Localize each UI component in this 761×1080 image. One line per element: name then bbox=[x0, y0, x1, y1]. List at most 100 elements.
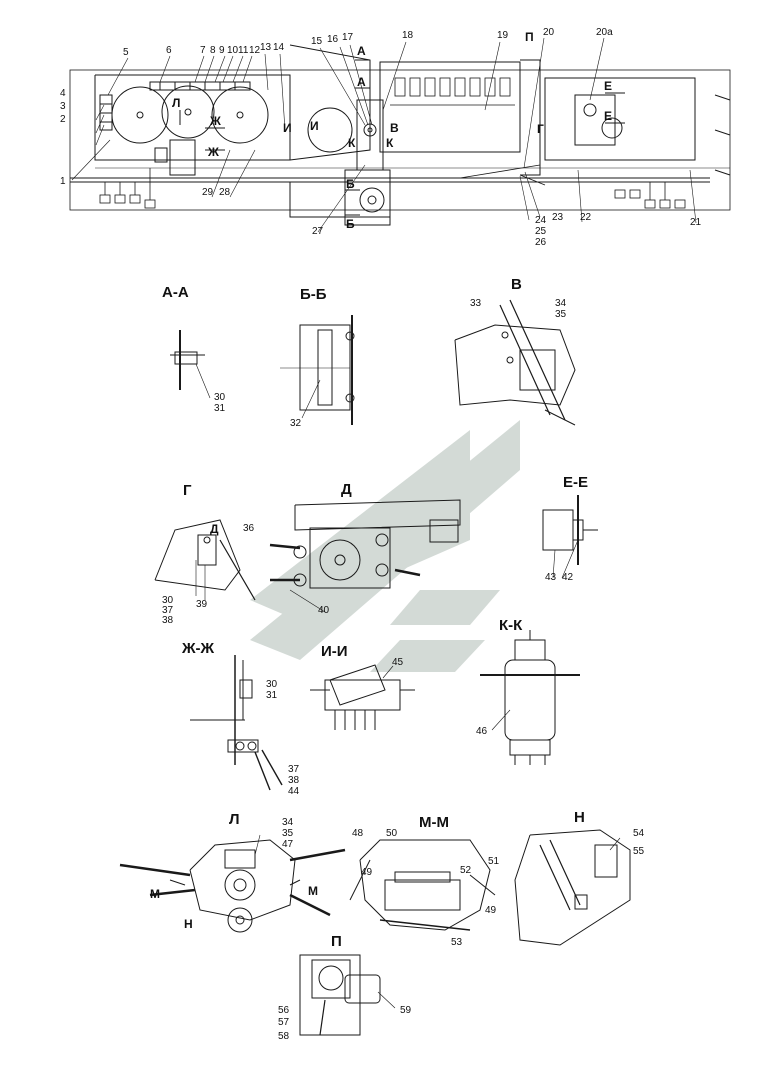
view-G-drawing bbox=[154, 519, 256, 601]
callout-23: 23 bbox=[552, 212, 564, 223]
callout-19: 19 bbox=[497, 30, 509, 41]
section-mark-I-right: И bbox=[310, 119, 319, 133]
view-title-L: Л bbox=[229, 811, 240, 828]
callout-43: 43 bbox=[545, 572, 557, 583]
section-mark-B-bottom: Б bbox=[346, 217, 355, 231]
callout-46: 46 bbox=[476, 726, 488, 737]
view-mark-P: П bbox=[525, 30, 534, 44]
callout-52: 52 bbox=[460, 865, 472, 876]
section-mark-A-top: А bbox=[357, 44, 366, 58]
callout-55: 55 bbox=[633, 846, 645, 857]
callout-39: 39 bbox=[196, 599, 208, 610]
callout-29: 29 bbox=[202, 187, 214, 198]
callout-10: 10 bbox=[227, 45, 239, 56]
view-title-AA: А-А bbox=[162, 284, 189, 301]
view-mark-G: Г bbox=[537, 122, 544, 136]
view-title-V: В bbox=[511, 276, 522, 293]
callout-16: 16 bbox=[327, 34, 339, 45]
callout-51: 51 bbox=[488, 856, 500, 867]
callout-57: 57 bbox=[278, 1017, 290, 1028]
callout-53: 53 bbox=[451, 937, 463, 948]
view-mark-V: В bbox=[390, 121, 399, 135]
callout-24: 24 bbox=[535, 215, 547, 226]
callout-35-V: 35 bbox=[555, 309, 567, 320]
callout-3: 3 bbox=[60, 101, 66, 112]
callout-28: 28 bbox=[219, 187, 231, 198]
callout-54: 54 bbox=[633, 828, 645, 839]
callout-15: 15 bbox=[311, 36, 323, 47]
callout-14: 14 bbox=[273, 42, 285, 53]
view-P-drawing bbox=[299, 954, 396, 1036]
view-mark-N: Н bbox=[184, 917, 193, 931]
view-MM-drawing bbox=[349, 839, 496, 931]
callout-9: 9 bbox=[219, 45, 225, 56]
callout-12: 12 bbox=[249, 45, 261, 56]
view-title-N: Н bbox=[574, 809, 585, 826]
view-title-ZhZh: Ж-Ж bbox=[182, 640, 215, 657]
callout-38-G: 38 bbox=[162, 615, 174, 626]
stylized-logo-watermark bbox=[250, 420, 520, 672]
section-mark-A-bottom: А bbox=[357, 75, 366, 89]
callout-40: 40 bbox=[318, 605, 330, 616]
callout-56: 56 bbox=[278, 1005, 290, 1016]
section-mark-E-top: Е bbox=[604, 79, 613, 93]
callout-31-ZhZh: 31 bbox=[266, 690, 278, 701]
callout-42: 42 bbox=[562, 572, 574, 583]
view-N-drawing bbox=[514, 829, 631, 946]
view-mark-L: Л bbox=[172, 96, 181, 110]
view-D-drawing bbox=[269, 499, 461, 613]
callout-32: 32 bbox=[290, 418, 302, 429]
callout-35-L: 35 bbox=[282, 828, 294, 839]
section-mark-K-right: К bbox=[386, 136, 394, 150]
view-mark-M-left: М bbox=[150, 887, 160, 901]
callout-47: 47 bbox=[282, 839, 294, 850]
callout-58: 58 bbox=[278, 1031, 290, 1042]
callout-27: 27 bbox=[312, 226, 324, 237]
callout-45: 45 bbox=[392, 657, 404, 668]
view-title-II: И-И bbox=[321, 643, 348, 660]
view-title-G: Г bbox=[183, 482, 192, 499]
callout-30-ZhZh: 30 bbox=[266, 679, 278, 690]
section-mark-B-top: Б bbox=[346, 177, 355, 191]
section-mark-E-bottom: Е bbox=[604, 109, 613, 123]
view-title-BB: Б-Б bbox=[300, 286, 327, 303]
view-KK-drawing bbox=[480, 630, 580, 765]
view-title-MM: М-М bbox=[419, 814, 449, 831]
callout-34-L: 34 bbox=[282, 817, 294, 828]
view-title-KK: К-К bbox=[499, 617, 523, 634]
view-II-drawing bbox=[310, 664, 415, 730]
callout-25: 25 bbox=[535, 226, 547, 237]
callout-34-V: 34 bbox=[555, 298, 567, 309]
callout-20: 20 bbox=[543, 27, 555, 38]
callout-30-G: 30 bbox=[162, 595, 174, 606]
callout-1: 1 bbox=[60, 176, 66, 187]
callout-59: 59 bbox=[400, 1005, 412, 1016]
callout-48: 48 bbox=[352, 828, 364, 839]
view-V-drawing bbox=[454, 299, 576, 426]
callout-8: 8 bbox=[210, 45, 216, 56]
view-EE-drawing bbox=[542, 495, 598, 579]
callout-26: 26 bbox=[535, 237, 547, 248]
view-mark-M-right: М bbox=[308, 884, 318, 898]
callout-13: 13 bbox=[260, 42, 272, 53]
callout-5: 5 bbox=[123, 47, 129, 58]
view-title-D: Д bbox=[341, 481, 352, 498]
callout-49-right: 49 bbox=[485, 905, 497, 916]
section-mark-Zh-bottom: Ж bbox=[208, 145, 219, 159]
view-AA-drawing bbox=[170, 330, 211, 399]
view-mark-D-in-G: Д bbox=[210, 522, 219, 536]
view-title-EE: Е-Е bbox=[563, 474, 589, 491]
main-panel-view bbox=[69, 44, 731, 226]
callout-38-ZhZh: 38 bbox=[288, 775, 300, 786]
callout-21: 21 bbox=[690, 217, 702, 228]
callout-2: 2 bbox=[60, 114, 66, 125]
callout-37-ZhZh: 37 bbox=[288, 764, 300, 775]
main-leader-lines bbox=[71, 37, 697, 233]
callout-7: 7 bbox=[200, 45, 206, 56]
view-title-P: П bbox=[331, 933, 342, 950]
callout-20a: 20а bbox=[596, 27, 613, 38]
callout-49-left: 49 bbox=[361, 867, 373, 878]
view-BB-drawing bbox=[280, 315, 355, 425]
callout-30-AA: 30 bbox=[214, 392, 226, 403]
callout-36: 36 bbox=[243, 523, 255, 534]
